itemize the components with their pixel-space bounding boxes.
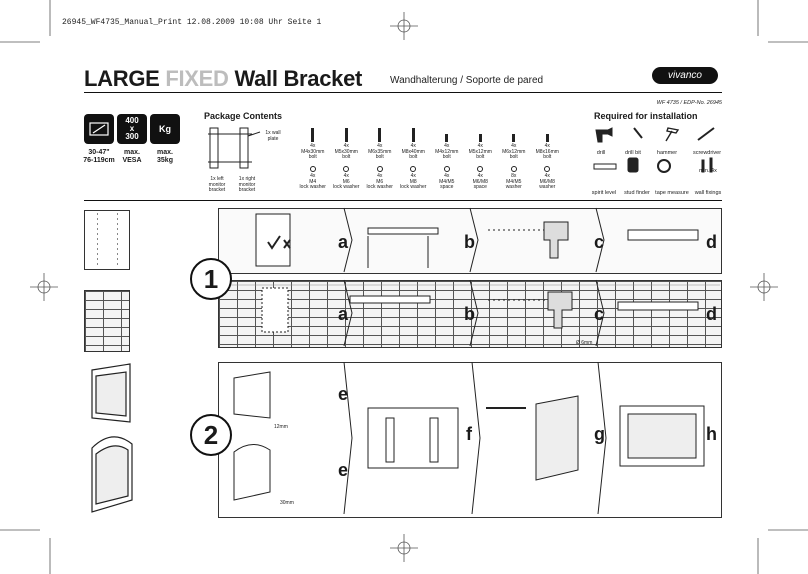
washer-icon	[376, 166, 383, 172]
bolt-icon	[378, 128, 382, 142]
print-header-line: 26945_WF4735_Manual_Print 12.08.2009 10:…	[62, 18, 322, 27]
washer-label: 8x M4/M5 washer	[505, 173, 522, 191]
washer-icon	[410, 166, 417, 172]
step-letter-2a: a	[338, 304, 349, 324]
tool-label-tape-measure: tape measure	[655, 190, 689, 196]
tool-label-stud-finder: stud finder	[624, 190, 650, 196]
package-contents-title: Package Contents	[204, 111, 283, 121]
bolt-label: 4x M4x12mm bolt	[435, 143, 459, 161]
bolt-label: 4x M6x35mm bolt	[368, 143, 392, 161]
vesa-label: max. VESA	[122, 149, 142, 164]
step-letter-4e: e	[338, 460, 349, 480]
stud-finder-icon	[627, 157, 639, 173]
step-letter-1a: a	[338, 232, 349, 252]
model-number: WF 4735 / EDP-No. 26945	[656, 100, 722, 106]
bolt-icon	[545, 134, 549, 142]
step-illustrations	[218, 207, 720, 515]
drill-size-note: Ø 6mm	[576, 340, 593, 346]
bolt-icon	[478, 134, 482, 142]
screen-size-icon	[84, 114, 114, 144]
step1-brick-row	[218, 280, 722, 348]
drill-bit-icon	[633, 127, 643, 139]
tool-label-wall-fixings: wall fixings	[694, 190, 722, 196]
length-12mm: 12mm	[274, 424, 288, 430]
bolt-icon	[311, 128, 315, 142]
step-letter-2d: d	[706, 304, 717, 324]
bolt-label: 4x M5x30mm bolt	[334, 143, 358, 161]
washer-label: 4x M6/M8 space	[472, 173, 488, 191]
washer-icon	[510, 166, 517, 172]
hardware-grid: 4x M4x30mm bolt 4x M4 lock washer 4x M5x30…	[296, 126, 564, 196]
washer-label: 4x M6 lock washer	[333, 173, 360, 191]
tool-label-drill-bit: drill bit	[625, 150, 641, 156]
page-subtitle: Wandhalterung / Soporte de pared	[390, 75, 544, 86]
washer-icon	[544, 166, 551, 172]
section-rule	[84, 200, 722, 201]
bolt-label: 4x M8x40mm bolt	[401, 143, 425, 161]
washer-label: 4x M6/M8 washer	[539, 173, 556, 191]
bolt-label: 4x M4x30mm bolt	[301, 143, 325, 161]
bolt-label: 4x M6x12mm bolt	[502, 143, 526, 161]
spirit-level-icon	[593, 163, 617, 170]
step-letter-1c: c	[594, 232, 605, 252]
title-large: LARGE	[84, 66, 160, 91]
washer-icon	[309, 166, 316, 172]
step-letter-2c: c	[594, 304, 605, 324]
bolt-icon	[512, 134, 516, 142]
washer-icon	[477, 166, 484, 172]
hammer-icon	[665, 127, 680, 142]
bolt-icon	[411, 128, 415, 142]
step-number-1: 1	[190, 258, 232, 300]
washer-label: 4x M6 lock washer	[366, 173, 393, 191]
weight-label: max. 35kg	[157, 149, 173, 164]
drill-icon	[595, 127, 613, 143]
wall-fixings-icon	[701, 159, 705, 173]
title-fixed: FIXED	[165, 66, 229, 91]
required-title: Required for installation	[594, 111, 698, 121]
vesa-badge: 400 x 300	[117, 114, 147, 144]
right-bracket-label: 1x right monitor bracket	[238, 176, 256, 194]
bolt-icon	[344, 128, 348, 142]
monitor-thumbnails	[91, 363, 133, 513]
wall-plate-label: 1x wall plate	[265, 130, 281, 142]
tool-label-spirit-level: spirit level	[591, 190, 617, 196]
weight-badge: Kg	[150, 114, 180, 144]
tape-measure-icon	[657, 159, 671, 173]
bolt-label: 4x M5x12mm bolt	[468, 143, 492, 161]
brick-wall-thumbnail	[84, 290, 130, 352]
length-30mm: 30mm	[280, 500, 294, 506]
step-letter-1d: d	[706, 232, 717, 252]
tool-label-hammer: hammer	[656, 150, 678, 156]
washer-label: 4x M4/M5 space	[439, 173, 455, 191]
step-letter-3f: f	[466, 424, 472, 444]
page-title: LARGE FIXED Wall Bracket	[84, 66, 362, 92]
min-fixings-note: min. 4x	[699, 168, 717, 174]
screen-size-label: 30-47" 76-119cm	[83, 149, 115, 164]
step-letter-3g: g	[594, 424, 605, 444]
step-letter-2b: b	[464, 304, 475, 324]
wall-plate-illustration	[208, 127, 261, 169]
bolt-label: 4x M8x16mm bolt	[535, 143, 559, 161]
washer-icon	[443, 166, 450, 172]
screwdriver-icon	[697, 127, 715, 141]
stud-wall-thumbnail	[84, 210, 130, 270]
left-bracket-label: 1x left monitor bracket	[208, 176, 226, 194]
step-letter-1b: b	[464, 232, 475, 252]
bolt-icon	[445, 134, 449, 142]
step-letter-3h: h	[706, 424, 717, 444]
tool-label-screwdriver: screwdriver	[692, 150, 722, 156]
brand-logo: vivanco	[652, 67, 718, 84]
title-rule	[84, 92, 722, 93]
washer-label: 4x M4 lock washer	[299, 173, 326, 191]
step-number-2: 2	[190, 414, 232, 456]
tools-illustration	[593, 127, 715, 173]
washer-label: 4x M8 lock washer	[400, 173, 427, 191]
washer-icon	[343, 166, 350, 172]
step-letter-3e: e	[338, 384, 349, 404]
tool-label-drill: drill	[596, 150, 606, 156]
title-rest: Wall Bracket	[234, 66, 363, 91]
